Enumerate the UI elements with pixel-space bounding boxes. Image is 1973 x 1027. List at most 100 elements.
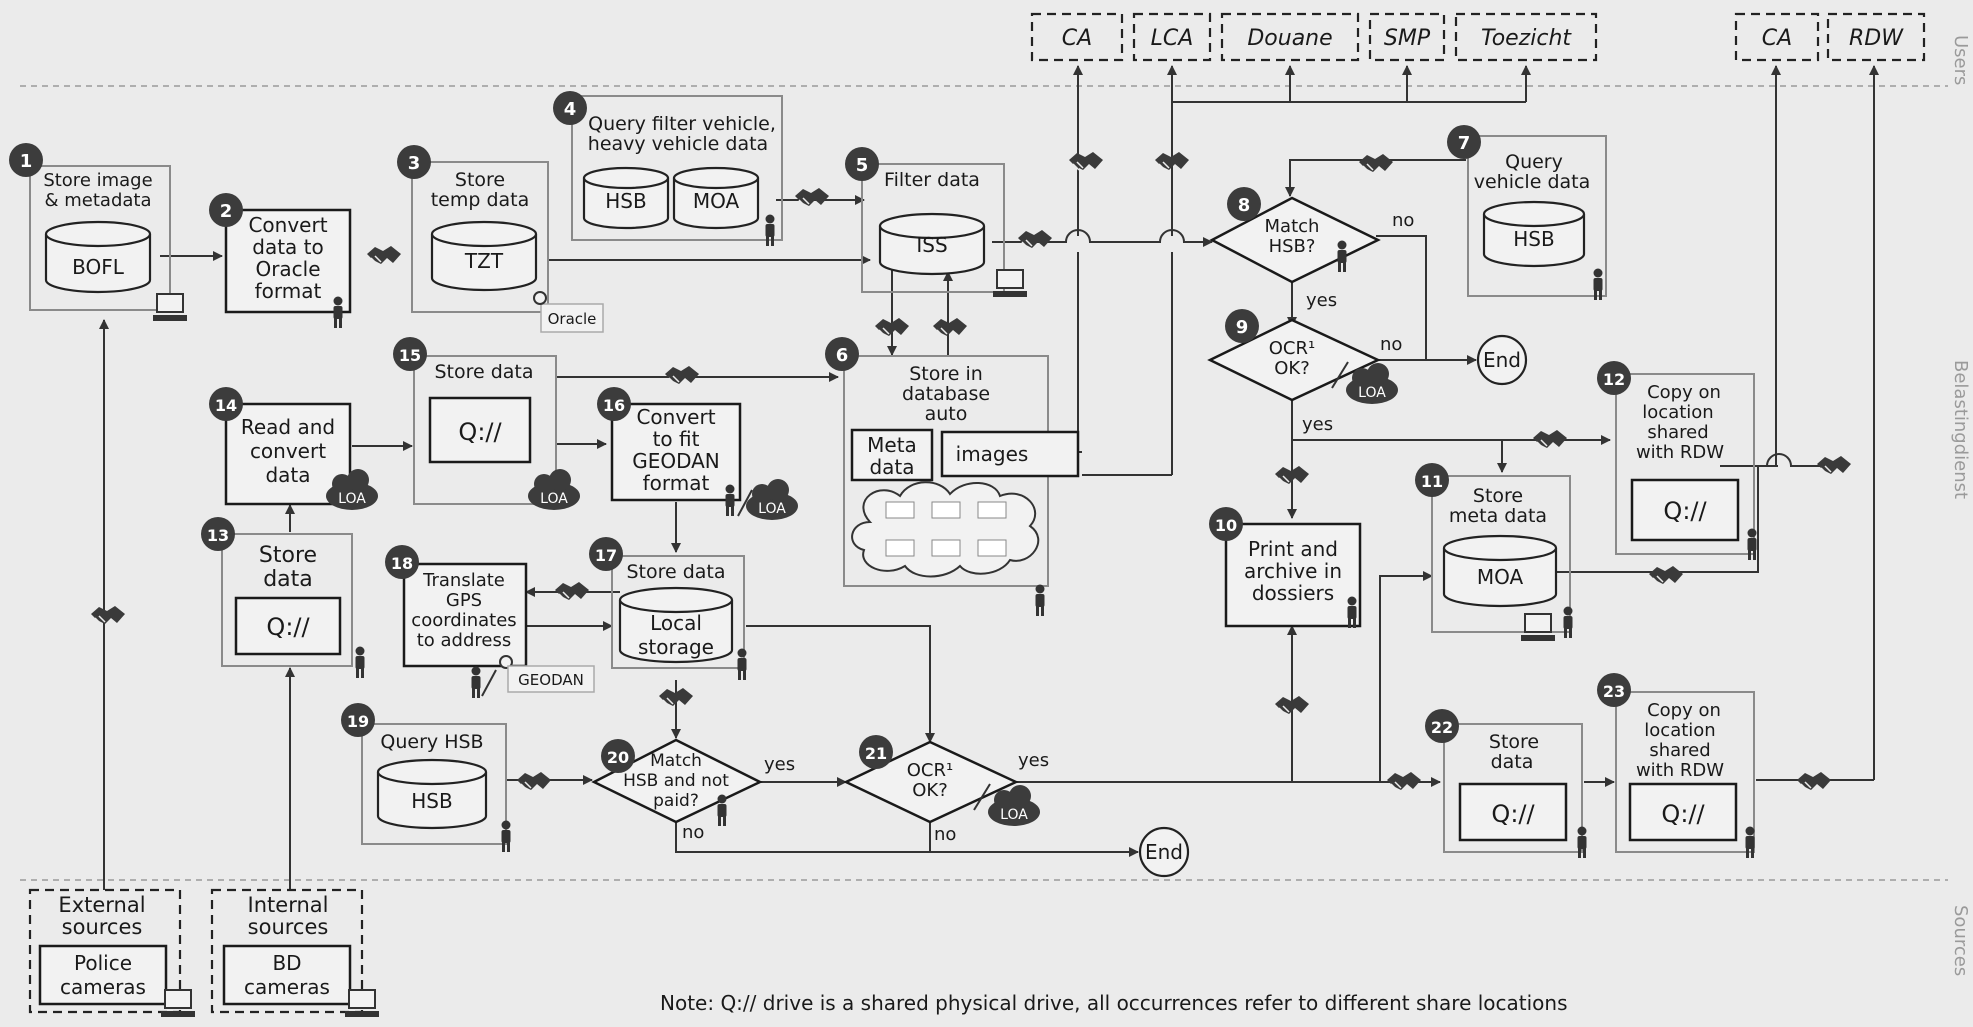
svg-text:cameras: cameras xyxy=(244,975,330,999)
svg-text:External: External xyxy=(58,893,145,917)
step-10-print-archive: Print and archive in dossiers xyxy=(1224,522,1362,628)
step-6-store-database-auto: Store in database auto Meta data images xyxy=(843,355,1080,616)
svg-text:Query HSB: Query HSB xyxy=(380,731,483,753)
handshake-icon xyxy=(1017,229,1053,249)
svg-text:MOA: MOA xyxy=(1477,565,1524,589)
svg-text:with RDW: with RDW xyxy=(1636,442,1724,463)
step-badge-12: 12 xyxy=(1597,361,1631,395)
gear-icon xyxy=(499,655,513,669)
step-badge-10: 10 xyxy=(1209,507,1243,541)
loa-cloud-icon xyxy=(528,469,580,510)
handshake-icon xyxy=(366,245,402,265)
step-badge-2: 2 xyxy=(209,193,243,227)
q-drive: Q:// xyxy=(458,418,502,446)
svg-text:21: 21 xyxy=(865,744,887,763)
svg-text:ISS: ISS xyxy=(916,233,947,257)
svg-text:End: End xyxy=(1145,840,1183,864)
svg-text:13: 13 xyxy=(207,526,229,545)
user-rdw: RDW xyxy=(1826,12,1926,62)
person-icon xyxy=(1745,826,1755,858)
user-douane: Douane xyxy=(1220,12,1360,62)
handshake-icon xyxy=(664,365,700,385)
svg-text:3: 3 xyxy=(408,153,421,174)
handshake-icon xyxy=(1816,455,1852,475)
svg-text:Copy on: Copy on xyxy=(1647,700,1721,721)
step-22-store-data: Store data Q:// xyxy=(1443,723,1587,858)
step-badge-9: 9 xyxy=(1225,309,1259,343)
handshake-icon xyxy=(1796,771,1832,791)
svg-text:format: format xyxy=(643,471,710,495)
end-node-top: End xyxy=(1476,334,1528,386)
svg-text:Store: Store xyxy=(1489,731,1539,753)
computer-icon xyxy=(152,293,188,322)
computer-icon xyxy=(344,989,380,1018)
loa-cloud-icon xyxy=(746,479,798,520)
svg-text:Translate: Translate xyxy=(422,570,505,591)
decision-yes-label: yes xyxy=(764,754,795,775)
svg-text:auto: auto xyxy=(925,403,968,425)
decision-yes-label: yes xyxy=(1302,414,1333,435)
svg-text:dossiers: dossiers xyxy=(1252,581,1334,605)
svg-text:End: End xyxy=(1483,348,1521,372)
footnote: Note: Q:// drive is a shared physical dr… xyxy=(660,991,1568,1015)
step-badge-11: 11 xyxy=(1415,463,1449,497)
svg-text:7: 7 xyxy=(1458,133,1471,154)
svg-text:22: 22 xyxy=(1431,718,1453,737)
hsb-database xyxy=(1482,200,1586,268)
person-icon xyxy=(1035,584,1045,616)
svg-text:11: 11 xyxy=(1421,472,1443,491)
svg-text:Store: Store xyxy=(455,169,505,191)
svg-text:Print and: Print and xyxy=(1248,537,1338,561)
svg-text:CA: CA xyxy=(1062,26,1092,51)
svg-text:sources: sources xyxy=(248,915,329,939)
step-badge-7: 7 xyxy=(1447,125,1481,159)
svg-text:15: 15 xyxy=(399,346,421,365)
svg-text:LOA: LOA xyxy=(1358,385,1386,401)
svg-text:19: 19 xyxy=(347,712,369,731)
svg-text:HSB and not: HSB and not xyxy=(623,771,729,791)
svg-text:Query: Query xyxy=(1505,151,1563,173)
step-badge-6: 6 xyxy=(825,337,859,371)
svg-text:12: 12 xyxy=(1603,370,1625,389)
handshake-icon xyxy=(1358,153,1394,173)
person-icon xyxy=(717,794,727,826)
step-badge-15: 15 xyxy=(393,337,427,371)
decision-no-label: no xyxy=(682,822,704,843)
step-badge-3: 3 xyxy=(397,145,431,179)
user-ca: CA xyxy=(1030,12,1124,62)
step-7-query-vehicle-data: Query vehicle data HSB xyxy=(1467,135,1607,300)
svg-text:temp data: temp data xyxy=(431,189,530,211)
svg-text:LOA: LOA xyxy=(540,491,568,507)
svg-text:Copy on: Copy on xyxy=(1647,382,1721,403)
bofl-database xyxy=(44,220,152,294)
connectors xyxy=(99,65,1879,890)
svg-text:OCR¹: OCR¹ xyxy=(907,760,953,781)
person-icon xyxy=(501,820,511,852)
person-icon xyxy=(471,666,481,698)
svg-text:format: format xyxy=(255,279,322,303)
svg-text:Convert: Convert xyxy=(636,405,715,429)
step-badge-18: 18 xyxy=(385,545,419,579)
svg-text:heavy vehicle data: heavy vehicle data xyxy=(588,133,768,155)
step-badge-1: 1 xyxy=(9,143,43,177)
step-15-store-data: Store data Q:// LOA xyxy=(413,355,580,510)
svg-text:sources: sources xyxy=(62,915,143,939)
svg-text:LOA: LOA xyxy=(338,491,366,507)
person-icon xyxy=(1577,826,1587,858)
svg-text:OCR¹: OCR¹ xyxy=(1269,338,1315,359)
svg-text:database: database xyxy=(902,383,990,405)
svg-text:8: 8 xyxy=(1238,195,1251,216)
images-label: images xyxy=(956,442,1029,466)
person-icon xyxy=(1563,606,1573,638)
step-1-store-image: Store image & metadata BOFL xyxy=(29,165,188,322)
iss-database xyxy=(878,212,986,276)
user-smp: SMP xyxy=(1368,12,1446,62)
svg-text:Store in: Store in xyxy=(909,363,983,385)
hsb-database xyxy=(376,758,488,830)
svg-text:Oracle: Oracle xyxy=(255,257,320,281)
step-11-store-meta-data: Store meta data MOA xyxy=(1431,475,1573,642)
svg-text:cameras: cameras xyxy=(60,975,146,999)
decision-no-label: no xyxy=(1380,334,1402,355)
handshake-icon xyxy=(932,317,968,337)
svg-text:TZT: TZT xyxy=(464,249,504,273)
